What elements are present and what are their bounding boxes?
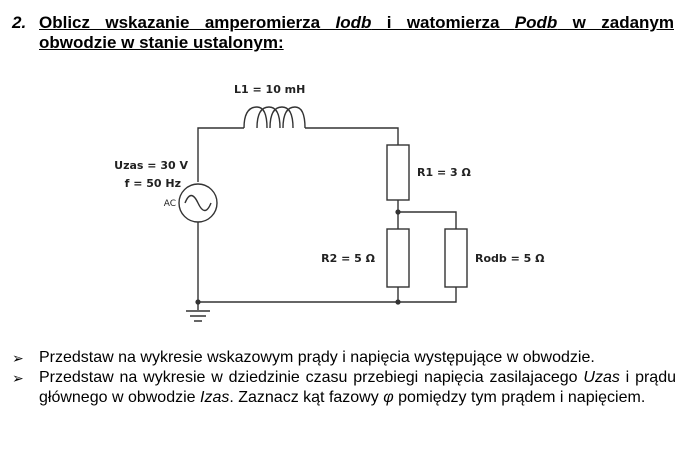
task-line-2: obwodzie w stanie ustalonym:	[39, 33, 284, 52]
resistor-icon	[386, 144, 410, 201]
task-text-part: i watomierza	[371, 13, 515, 32]
bullet-text-part: . Zaznacz kąt fazowy	[229, 389, 384, 406]
list-item: ➢ Przedstaw na wykresie wskazowym prądy …	[12, 348, 676, 368]
ground-icon	[186, 310, 210, 322]
source-voltage-label: Uzas = 30 V	[114, 159, 188, 172]
wire-top-left	[197, 127, 244, 182]
symbol-phi: φ	[383, 389, 394, 406]
node-dot-icon	[395, 209, 401, 215]
r1-label: R1 = 3 Ω	[417, 166, 471, 179]
wire-node-rodb	[398, 211, 457, 229]
ac-sine-icon	[184, 194, 212, 212]
r2-label: R2 = 5 Ω	[321, 252, 375, 265]
bullet-2-text: Przedstaw na wykresie w dziedzinie czasu…	[39, 369, 676, 406]
arrow-bullet-icon: ➢	[12, 370, 24, 386]
symbol-uzas: Uzas	[583, 369, 620, 386]
task-symbol-podb: Podb	[514, 13, 558, 32]
wire-rodb-bottom	[198, 287, 457, 303]
inductor-icon	[243, 106, 306, 129]
source-frequency-label: f = 50 Hz	[125, 177, 181, 190]
task-line-1: Oblicz wskazanie amperomierza Iodb i wat…	[39, 13, 674, 33]
resistor-icon	[444, 228, 468, 288]
source-type-label: AC	[164, 199, 176, 209]
symbol-izas: Izas	[200, 389, 230, 406]
bullet-1-text: Przedstaw na wykresie wskazowym prądy i …	[39, 349, 595, 366]
bullet-text-part: i prądu głównego w obwodzie	[39, 369, 677, 406]
task-text-part: Oblicz wskazanie amperomierza	[39, 13, 336, 32]
inductor-label: L1 = 10 mH	[234, 83, 305, 96]
arrow-bullet-icon: ➢	[12, 350, 24, 366]
node-dot-icon	[195, 299, 201, 305]
bullet-text-part: pomiędzy tym prądem i napięciem.	[393, 389, 646, 406]
node-dot-icon	[395, 299, 401, 305]
task-text-part: w zadanym	[557, 13, 674, 32]
ac-source-icon	[178, 183, 218, 223]
bullet-text-part: Przedstaw na wykresie w dziedzinie czasu…	[39, 369, 584, 386]
task-number: 2.	[12, 13, 27, 32]
task-symbol-iodb: Iodb	[335, 13, 372, 32]
instructions-list: ➢ Przedstaw na wykresie wskazowym prądy …	[12, 348, 676, 408]
task-text: Oblicz wskazanie amperomierza Iodb i wat…	[39, 13, 674, 53]
list-item: ➢ Przedstaw na wykresie w dziedzinie cza…	[12, 368, 676, 408]
wire-top-right	[305, 127, 399, 145]
resistor-icon	[386, 228, 410, 288]
rodb-label: Rodb = 5 Ω	[475, 252, 545, 265]
